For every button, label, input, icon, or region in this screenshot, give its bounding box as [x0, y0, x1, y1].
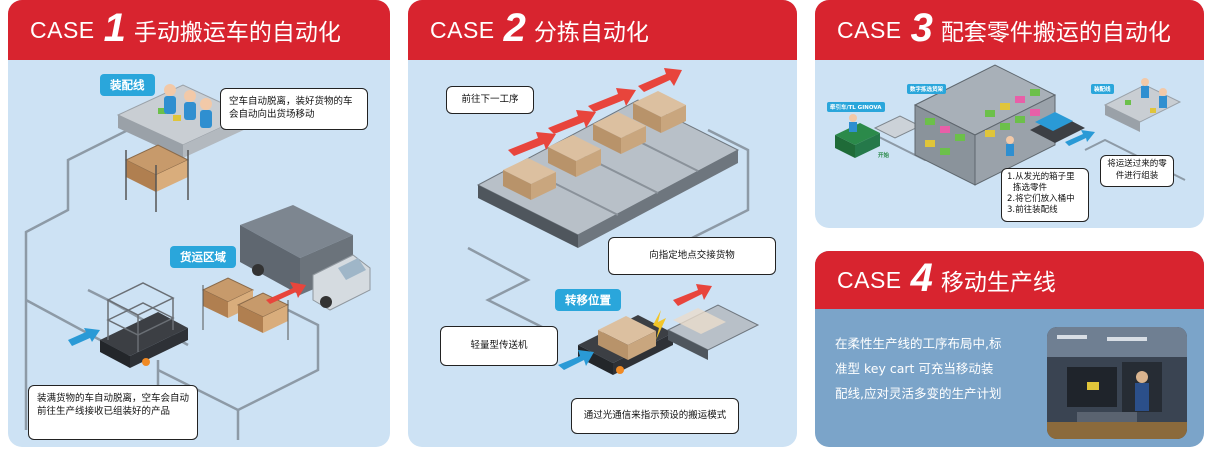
agv-icon — [1006, 112, 1085, 156]
factory-photo — [1047, 327, 1187, 439]
agv-icon — [100, 282, 188, 368]
box-icon — [503, 91, 686, 200]
tag-tractor: 牵引车/TL GINOVA — [827, 102, 885, 112]
callout-optical-comm: 通过光通信来指示预设的搬运模式 — [571, 398, 739, 434]
arrow-right-red — [266, 282, 306, 304]
light-signal-icon — [653, 310, 666, 340]
case4-header: CASE 4 移动生产线 — [815, 251, 1204, 309]
case-number: 1 — [103, 6, 126, 50]
worker-icon — [164, 84, 212, 128]
case4-card: CASE 4 移动生产线 在柔性生产线的工序布局中,标准型 key cart 可… — [815, 251, 1204, 447]
callout-picking-steps: 1.从发光的箱子里 拣选零件 2.将它们放入桶中 3.前往装配线 — [1001, 168, 1089, 222]
case2-header: CASE 2 分拣自动化 — [408, 0, 797, 60]
callout-next-process: 前往下一工序 — [446, 86, 534, 114]
callout-empty-cart: 空车自动脱离，装好货物的车会自动向出货场移动 — [220, 88, 368, 130]
tag-assembly-line: 装配线 — [100, 74, 155, 96]
tag-start: 开始 — [878, 153, 890, 159]
case-number: 3 — [910, 6, 933, 50]
agv-icon — [578, 315, 673, 375]
case-number: 2 — [503, 6, 526, 50]
case1-illustration — [24, 84, 371, 440]
case-title: 配套零件搬运的自动化 — [940, 20, 1171, 46]
case2-card: CASE 2 分拣自动化 前往下一工序 向指定地点交接货物 转移位置 轻量型传送… — [408, 0, 797, 447]
tag-digital-shelf: 数字拣选货架 — [907, 84, 947, 94]
step-line: 3.前往装配线 — [1007, 205, 1058, 216]
assembly-table-icon — [1103, 78, 1182, 132]
cart-icon — [124, 144, 190, 212]
conveyor-icon — [476, 99, 740, 248]
tag-transfer-position: 转移位置 — [555, 289, 621, 311]
tag-freight-area: 货运区域 — [170, 246, 236, 268]
picking-shelf-icon — [913, 64, 1057, 186]
case-label: CASE — [430, 16, 495, 43]
case1-header: CASE 1 手动搬运车的自动化 — [8, 0, 390, 60]
receiving-conveyor-icon — [666, 304, 760, 360]
callout-assemble-parts: 将运送过来的零件进行组装 — [1100, 155, 1174, 187]
tag-assembly-line: 装配线 — [1091, 84, 1114, 94]
case-label: CASE — [30, 16, 95, 43]
step-line: 拣选零件 — [1013, 183, 1048, 194]
track-line — [24, 118, 320, 430]
callout-light-conveyor: 轻量型传送机 — [440, 326, 558, 366]
case-title: 分拣自动化 — [533, 20, 649, 46]
step-line: 2.将它们放入桶中 — [1007, 194, 1075, 205]
callout-full-cart: 装满货物的车自动脱离，空车会自动前往生产线接收已组装好的产品 — [28, 385, 198, 440]
case1-card: CASE 1 手动搬运车的自动化 装配线 货运区域 空车自动脱离，装好货物的车会… — [8, 0, 390, 447]
case-title: 手动搬运车的自动化 — [133, 20, 341, 46]
case3-illustration — [835, 64, 1186, 186]
truck-icon — [240, 205, 371, 311]
case-label: CASE — [837, 266, 902, 293]
tractor-icon — [835, 114, 922, 158]
case-label: CASE — [837, 16, 902, 43]
arrow-left-blue — [558, 350, 594, 370]
step-line: 1.从发光的箱子里 — [1007, 172, 1075, 182]
case2-illustration — [467, 68, 760, 375]
arrow-left-red — [508, 68, 682, 156]
case-number: 4 — [910, 256, 933, 300]
arrow-left-blue — [68, 328, 100, 346]
freight-cart-icon — [201, 277, 290, 340]
case3-card: CASE 3 配套零件搬运的自动化 牵引车/TL GINOVA 数字拣选货架 装… — [815, 0, 1204, 228]
callout-handover: 向指定地点交接货物 — [608, 237, 776, 275]
case-title: 移动生产线 — [940, 270, 1056, 296]
case4-description: 在柔性生产线的工序布局中,标准型 key cart 可充当移动装配线,应对灵活多… — [835, 336, 1002, 401]
case3-header: CASE 3 配套零件搬运的自动化 — [815, 0, 1204, 60]
